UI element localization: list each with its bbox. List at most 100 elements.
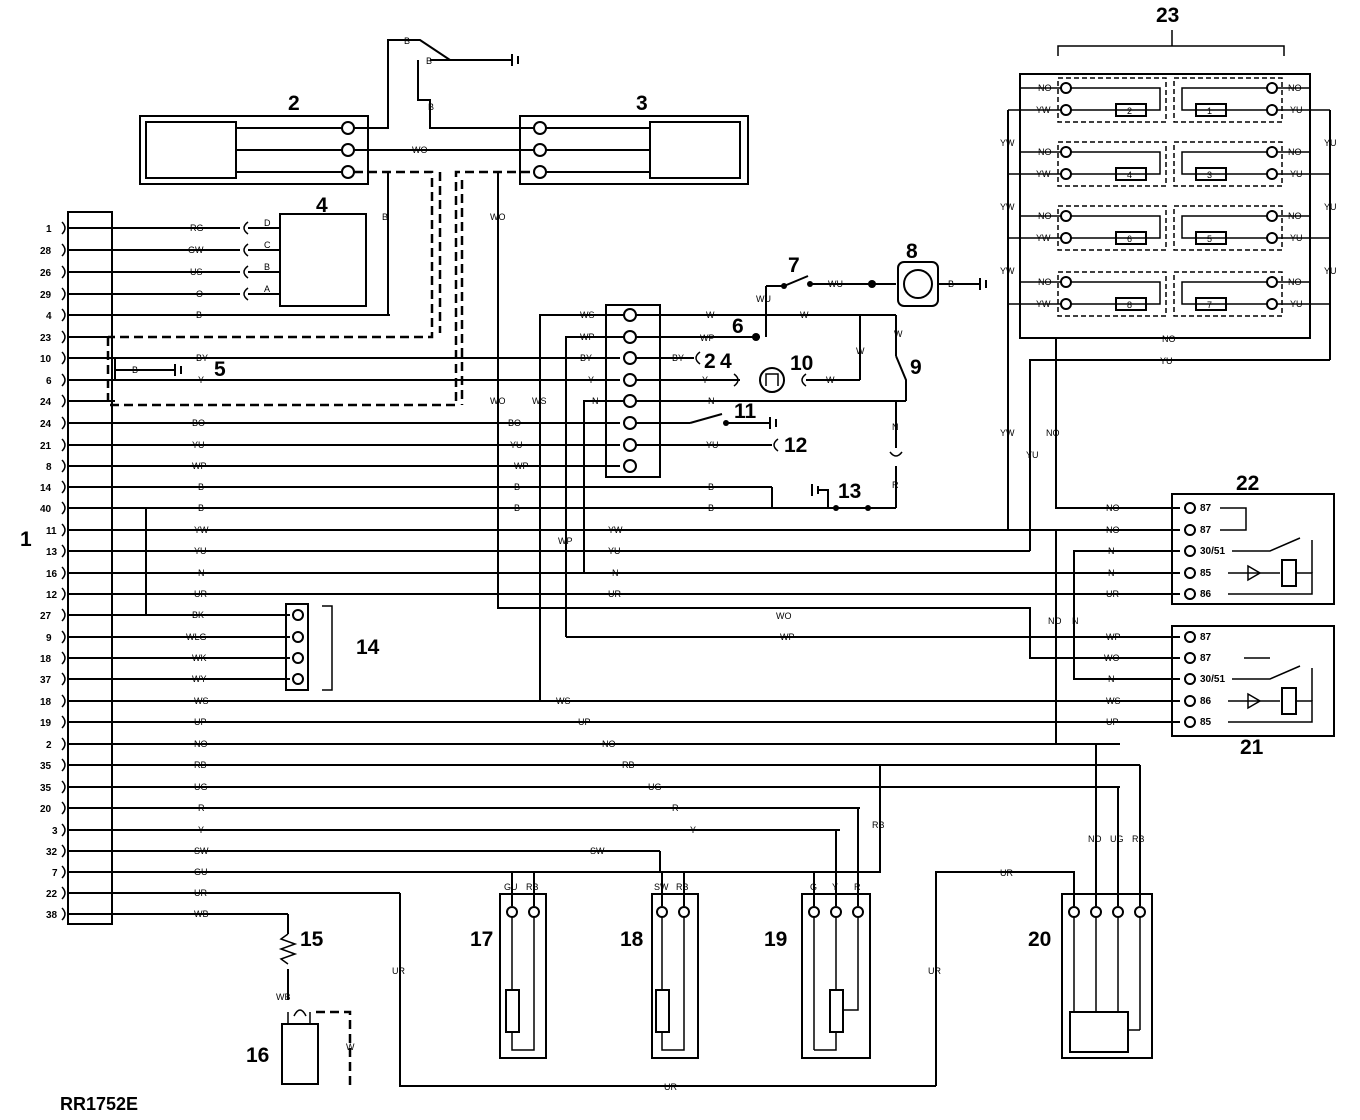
component-14: 14 xyxy=(145,507,772,691)
svg-text:N: N xyxy=(892,422,899,432)
pin-row: 22 UR xyxy=(46,886,400,900)
top-ground-wiring: B B B WO B WO WO xyxy=(354,36,1180,659)
svg-text:W: W xyxy=(856,346,865,356)
svg-text:N: N xyxy=(612,568,619,578)
fuse-row: 4 3 NO YW NO YU xyxy=(1008,141,1330,187)
svg-text:UG: UG xyxy=(194,782,208,792)
svg-text:YW: YW xyxy=(1000,266,1015,276)
svg-text:WS: WS xyxy=(556,696,571,706)
svg-text:10: 10 xyxy=(40,354,52,365)
pin-row: 14 B xyxy=(40,480,772,494)
svg-text:Y: Y xyxy=(198,375,204,385)
relay-interconnect: NO N xyxy=(1048,530,1180,744)
svg-text:9: 9 xyxy=(910,356,922,379)
svg-text:BY: BY xyxy=(196,353,208,363)
pin-row: 23 xyxy=(40,330,115,344)
svg-text:WO: WO xyxy=(412,145,428,155)
svg-text:2: 2 xyxy=(704,350,716,373)
svg-text:A: A xyxy=(264,284,270,294)
svg-text:B: B xyxy=(404,36,410,46)
svg-text:Y: Y xyxy=(690,825,696,835)
svg-text:14: 14 xyxy=(356,636,380,659)
svg-text:32: 32 xyxy=(46,847,58,858)
svg-text:GU: GU xyxy=(504,882,518,892)
component-23: 23 xyxy=(1019,4,1311,339)
svg-text:O: O xyxy=(196,289,203,299)
svg-text:4: 4 xyxy=(1127,170,1132,180)
svg-text:BY: BY xyxy=(580,353,592,363)
sensor-20: 20 NO UG RB UR UR xyxy=(928,743,1153,1086)
component-15-16: 15 WB W 16 xyxy=(246,914,355,1086)
svg-text:BO: BO xyxy=(508,418,521,428)
pin-row: 35 RB xyxy=(40,758,1140,772)
component-2: 2 xyxy=(139,92,369,185)
pin-row: 18 WK xyxy=(40,651,290,665)
svg-text:W: W xyxy=(706,310,715,320)
svg-text:30/51: 30/51 xyxy=(1200,546,1225,557)
svg-text:R: R xyxy=(672,803,679,813)
sensor-19: G Y R 19 RB xyxy=(764,765,885,1059)
svg-text:85: 85 xyxy=(1200,717,1212,728)
svg-text:YU: YU xyxy=(1324,266,1337,276)
svg-text:N: N xyxy=(198,568,205,578)
svg-text:B: B xyxy=(708,482,714,492)
svg-text:8: 8 xyxy=(906,240,918,263)
relay-21: 21 87 87 30/51 86 85 WP WO N WS UP xyxy=(1104,625,1335,759)
svg-text:2: 2 xyxy=(1127,106,1132,116)
svg-text:GW: GW xyxy=(188,245,204,255)
svg-text:23: 23 xyxy=(40,333,52,344)
svg-text:UR: UR xyxy=(1106,589,1119,599)
svg-text:1: 1 xyxy=(1207,106,1212,116)
svg-text:WU: WU xyxy=(756,294,771,304)
svg-text:27: 27 xyxy=(40,611,52,622)
svg-text:7: 7 xyxy=(1207,300,1212,310)
svg-text:YU: YU xyxy=(192,440,205,450)
svg-text:YW: YW xyxy=(194,525,209,535)
svg-text:3: 3 xyxy=(1207,170,1212,180)
svg-text:NO: NO xyxy=(194,739,208,749)
pin-row: 19 UP xyxy=(40,715,1180,729)
svg-text:WP: WP xyxy=(558,536,573,546)
svg-text:WLG: WLG xyxy=(186,632,207,642)
fuse-module-buses: YW YW YW YW YU YU YU NO YU YU NO xyxy=(1000,110,1337,551)
svg-text:UG: UG xyxy=(1110,834,1124,844)
pin-row: 21 YU xyxy=(40,438,620,452)
junction-outputs: W W WP 6 WU 7 WU 8 B W W 9 BY 2 4 Y xyxy=(636,240,987,513)
svg-text:D: D xyxy=(264,218,271,228)
svg-text:C: C xyxy=(264,240,271,250)
pin-row: 20 R xyxy=(40,801,860,815)
svg-text:NO: NO xyxy=(1106,525,1120,535)
svg-text:22: 22 xyxy=(1236,472,1259,495)
svg-text:29: 29 xyxy=(40,290,52,301)
svg-text:UR: UR xyxy=(608,589,621,599)
svg-text:Y: Y xyxy=(702,375,708,385)
pin-row: 13 YU xyxy=(46,544,1030,558)
svg-text:UR: UR xyxy=(1000,868,1013,878)
svg-text:WS: WS xyxy=(532,396,547,406)
component-4: 4 D C B A xyxy=(243,194,367,307)
svg-text:6: 6 xyxy=(732,315,744,338)
harness-labels: YW YU N UR WO WS UP NO RB UG R Y SW xyxy=(556,525,792,856)
svg-text:26: 26 xyxy=(40,268,52,279)
svg-text:WO: WO xyxy=(776,611,792,621)
pin-row: 2 NO xyxy=(46,737,1120,751)
svg-text:87: 87 xyxy=(1200,653,1212,664)
svg-text:4: 4 xyxy=(316,194,328,217)
svg-text:B: B xyxy=(382,212,388,222)
svg-text:UG: UG xyxy=(648,782,662,792)
svg-text:UR: UR xyxy=(194,888,207,898)
svg-text:B: B xyxy=(196,310,202,320)
svg-text:35: 35 xyxy=(40,783,52,794)
svg-text:18: 18 xyxy=(620,928,644,951)
svg-text:5: 5 xyxy=(214,358,226,381)
svg-text:YU: YU xyxy=(608,546,621,556)
svg-text:WO: WO xyxy=(490,396,506,406)
svg-text:4: 4 xyxy=(46,311,52,322)
svg-text:4: 4 xyxy=(720,350,732,373)
svg-text:NO: NO xyxy=(1162,334,1176,344)
svg-text:YU: YU xyxy=(194,546,207,556)
svg-text:NO: NO xyxy=(1048,616,1062,626)
svg-text:YU: YU xyxy=(510,440,523,450)
svg-text:38: 38 xyxy=(46,910,58,921)
svg-text:W: W xyxy=(894,329,903,339)
